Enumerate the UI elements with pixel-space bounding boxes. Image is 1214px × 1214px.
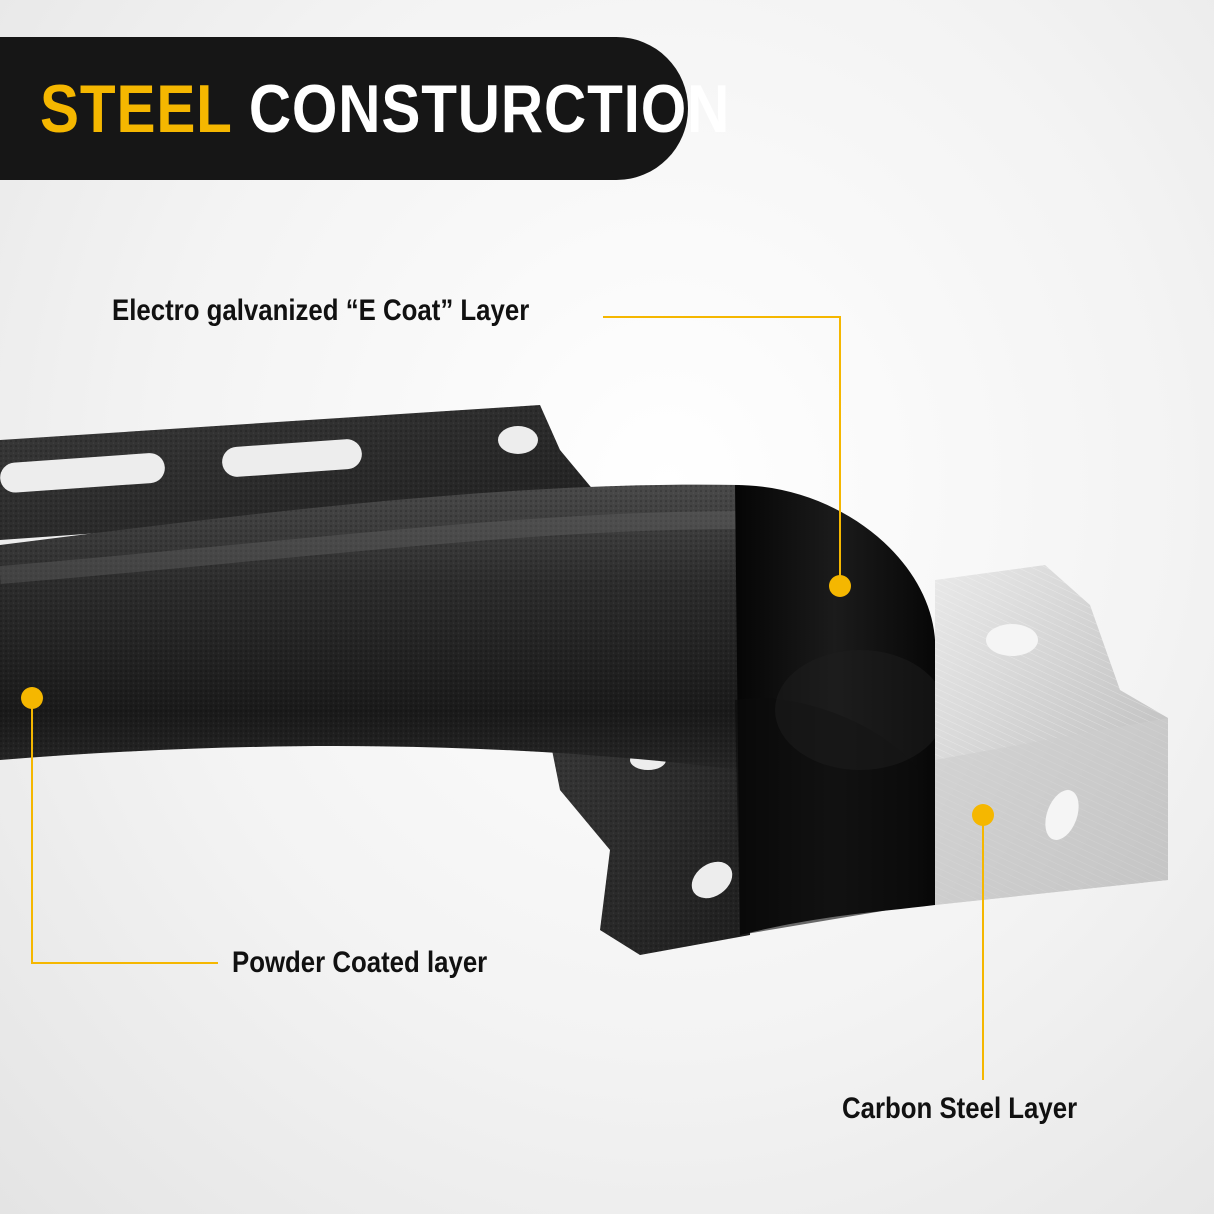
plate-slot <box>0 453 165 493</box>
e-coat-section <box>735 485 945 935</box>
powder-marker-dot <box>21 687 43 709</box>
plate-slot <box>222 439 362 477</box>
bracket-hole <box>691 861 733 899</box>
page-title: STEEL CONSTURCTION <box>40 70 730 148</box>
callout-powder-coat: Powder Coated layer <box>232 946 488 979</box>
carbon-marker-dot <box>972 804 994 826</box>
callout-e-coat: Electro galvanized “E Coat” Layer <box>112 294 530 327</box>
main-tube <box>0 484 741 770</box>
carbon-steel-section <box>935 565 1168 905</box>
callout-leaders <box>31 316 984 1080</box>
title-rest: CONSTURCTION <box>248 70 731 147</box>
steel-hole <box>986 624 1038 656</box>
e-coat-marker-dot <box>829 575 851 597</box>
callout-dots <box>21 575 994 826</box>
steel-hole <box>1045 790 1079 840</box>
plate-hole <box>498 426 538 454</box>
title-banner: STEEL CONSTURCTION <box>0 37 729 180</box>
callout-carbon-steel: Carbon Steel Layer <box>842 1092 1078 1125</box>
title-accent-word: STEEL <box>40 70 232 147</box>
